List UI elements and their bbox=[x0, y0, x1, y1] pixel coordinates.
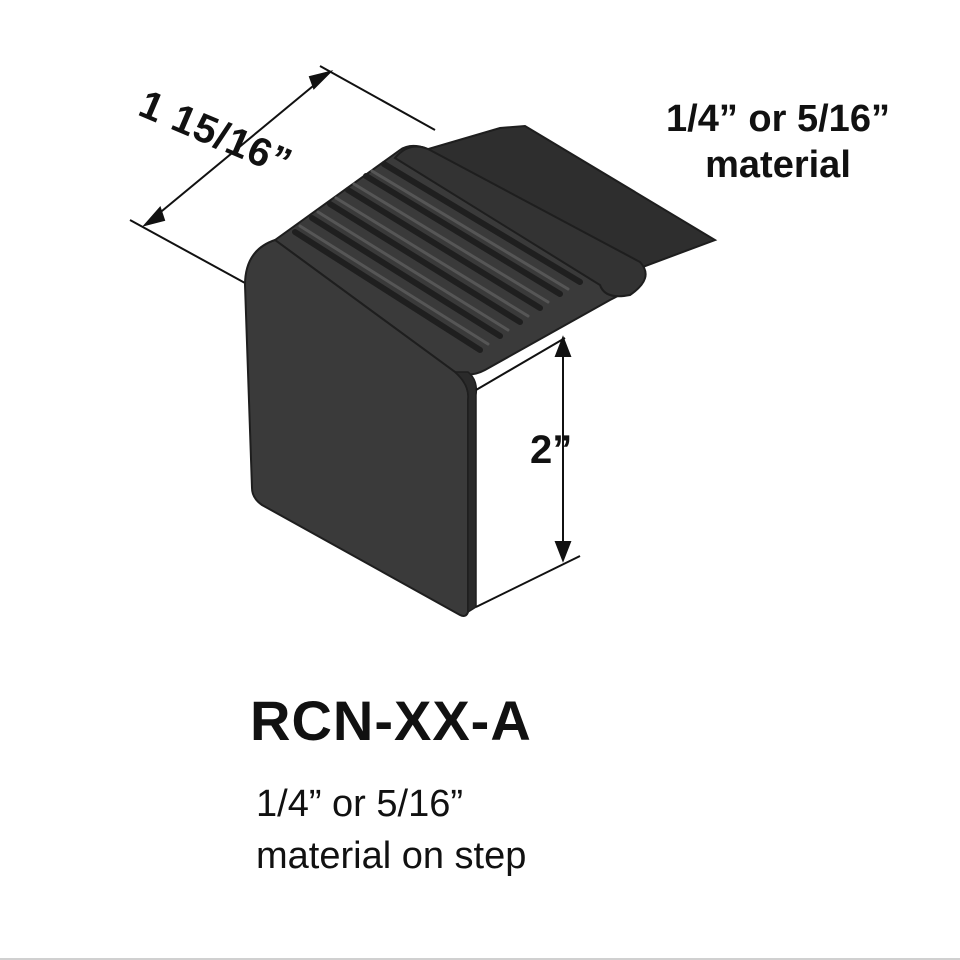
width-extension-line-back bbox=[319, 65, 436, 131]
width-dimension-line bbox=[144, 71, 331, 226]
height-dimension-label: 2” bbox=[530, 428, 573, 472]
description-line-1: 1/4” or 5/16” bbox=[256, 783, 463, 825]
height-arrow-bottom bbox=[554, 541, 572, 563]
description-line-2: material on step bbox=[256, 835, 527, 877]
height-extension-bottom bbox=[475, 555, 581, 608]
height-dimension-lines bbox=[475, 335, 581, 608]
width-arrow-end bbox=[308, 70, 334, 90]
tread-bead bbox=[393, 145, 647, 298]
height-extension-top bbox=[475, 337, 566, 391]
width-extension-line-front bbox=[129, 219, 246, 284]
material-note: 1/4” or 5/16” material bbox=[638, 96, 918, 188]
width-arrow-start bbox=[142, 206, 166, 227]
tread-ridges bbox=[298, 169, 570, 346]
bottom-divider bbox=[0, 958, 960, 960]
tread-grooves bbox=[292, 161, 583, 353]
material-note-line1: 1/4” or 5/16” bbox=[666, 98, 890, 140]
height-arrow-top bbox=[554, 335, 572, 357]
product-model: RCN-XX-A bbox=[250, 689, 532, 752]
product-description: 1/4” or 5/16” material on step bbox=[256, 778, 526, 882]
width-dimension-lines bbox=[129, 65, 436, 284]
material-note-line2: material bbox=[705, 144, 851, 186]
